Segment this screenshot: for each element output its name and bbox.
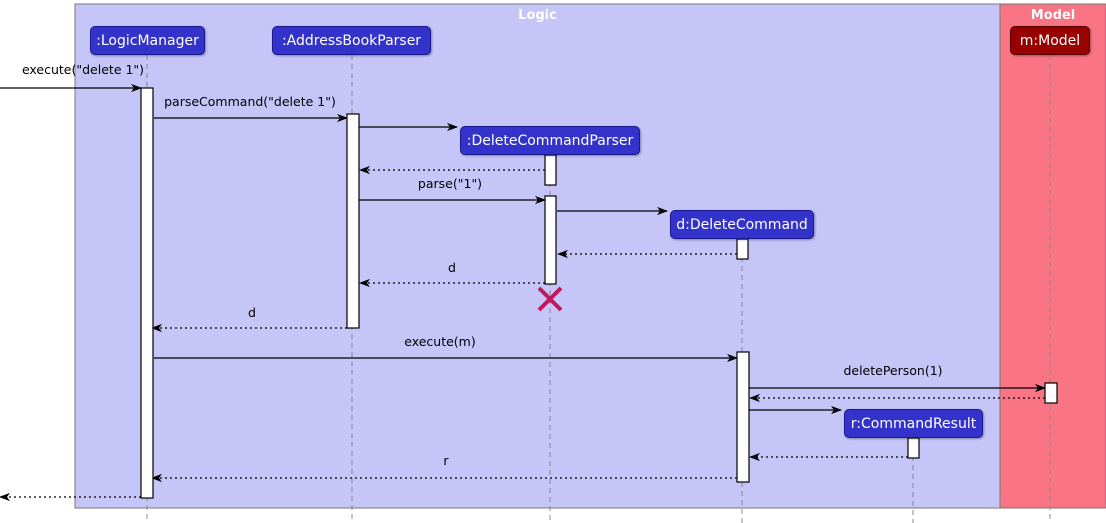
activation-bar-deletecommand xyxy=(736,351,750,483)
activation-bar-addressbookparser xyxy=(346,113,360,329)
message-label-m11: deletePerson(1) xyxy=(843,363,943,378)
activation-bar-deletecommand xyxy=(736,238,749,260)
activation-bar-logicmanager xyxy=(140,87,154,499)
participant-logicmanager[interactable]: :LogicManager xyxy=(90,26,205,55)
activation-bar-deletecommandparser xyxy=(544,195,557,285)
destroy-markers xyxy=(537,286,563,312)
participant-label: m:Model xyxy=(1019,32,1081,49)
group-label-logic: Logic xyxy=(518,8,557,23)
participant-addressbookparser[interactable]: :AddressBookParser xyxy=(272,26,431,55)
activation-bar-model xyxy=(1044,382,1058,404)
participant-label: :LogicManager xyxy=(96,32,199,49)
message-label-m15: r xyxy=(443,453,449,468)
participant-label: d:DeleteCommand xyxy=(676,216,808,233)
activation-bar-commandresult xyxy=(907,437,920,459)
participant-deletecommand[interactable]: d:DeleteCommand xyxy=(670,210,814,239)
participant-deletecommandparser[interactable]: :DeleteCommandParser xyxy=(460,126,640,155)
participant-label: r:CommandResult xyxy=(850,415,977,432)
messages xyxy=(0,83,1046,502)
message-label-m5: parse("1") xyxy=(417,176,483,191)
message-label-m1: execute("delete 1") xyxy=(21,62,145,77)
participant-model[interactable]: m:Model xyxy=(1010,26,1090,55)
participant-commandresult[interactable]: r:CommandResult xyxy=(844,409,983,438)
activation-bar-deletecommandparser xyxy=(544,154,557,186)
group-frames xyxy=(74,3,1106,509)
participant-label: :DeleteCommandParser xyxy=(466,132,634,149)
participant-label: :AddressBookParser xyxy=(281,32,422,49)
destroy-marker-deletecommandparser-2 xyxy=(537,286,563,312)
message-label-m9: d xyxy=(248,305,256,320)
message-label-m2: parseCommand("delete 1") xyxy=(164,94,336,109)
group-label-model: Model xyxy=(1030,8,1076,23)
group-frame-model xyxy=(999,3,1106,509)
message-label-m8: d xyxy=(448,260,456,275)
message-label-m10: execute(m) xyxy=(404,334,476,349)
activation-bars xyxy=(140,87,1058,499)
